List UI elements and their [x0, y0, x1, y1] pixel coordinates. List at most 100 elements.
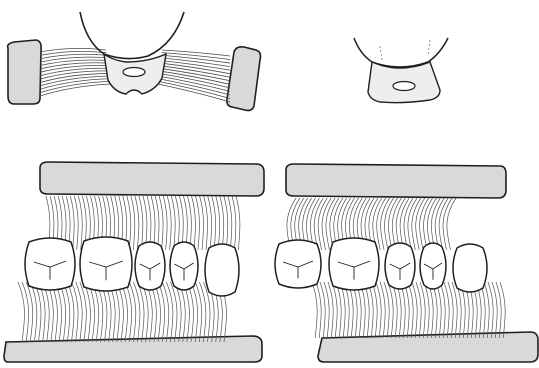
- periodontal-fiber: [480, 282, 485, 338]
- periodontal-fibers-upper-left: [46, 196, 240, 250]
- right-bone-block: [227, 47, 261, 111]
- periodontal-fiber: [428, 282, 433, 338]
- periodontal-fiber: [432, 282, 437, 338]
- ligament-fiber: [40, 74, 109, 83]
- molar-tooth: [170, 242, 198, 290]
- tooth-outline: [329, 238, 379, 290]
- ligament-fiber: [160, 71, 230, 84]
- tooth-outline: [80, 237, 132, 291]
- periodontal-fiber: [159, 196, 163, 250]
- ligament-fiber: [160, 68, 230, 80]
- ligament-fiber: [40, 68, 108, 75]
- periodontal-fiber: [328, 282, 333, 338]
- periodontal-fiber: [384, 282, 389, 338]
- periodontal-fiber: [212, 196, 216, 250]
- canine-tooth: [205, 244, 239, 296]
- periodontal-fiber: [440, 282, 445, 338]
- periodontal-fiber: [488, 282, 493, 338]
- periodontal-fiber: [436, 282, 441, 338]
- periodontal-fiber: [420, 282, 425, 338]
- periodontal-fiber: [443, 198, 452, 250]
- periodontal-fiber: [74, 196, 78, 250]
- periodontal-fiber: [320, 282, 325, 338]
- molar-tooth: [329, 238, 379, 290]
- periodontal-fiber: [408, 282, 413, 338]
- periodontal-fiber: [236, 196, 240, 250]
- periodontal-fiber: [447, 198, 456, 250]
- molar-tooth: [385, 243, 415, 289]
- periodontal-fiber: [200, 196, 204, 250]
- tooth-outline: [453, 244, 487, 292]
- periodontal-fiber: [380, 282, 385, 338]
- periodontal-fiber: [220, 196, 224, 250]
- periodontal-fiber: [448, 282, 453, 338]
- tooth-outline: [275, 240, 321, 288]
- ligament-fibers-right: [158, 50, 230, 102]
- periodontal-fiber: [336, 282, 341, 338]
- left-bone-block: [8, 40, 42, 104]
- root-ligament-right-panel: [354, 38, 448, 103]
- periodontal-fiber: [332, 282, 337, 338]
- dental-arch-left-panel: [4, 162, 264, 362]
- ligament-fiber: [158, 84, 230, 102]
- periodontal-fiber: [368, 282, 373, 338]
- periodontal-fiber: [228, 196, 232, 250]
- tooth-outline: [385, 243, 415, 289]
- periodontal-fiber: [392, 282, 397, 338]
- root-ligament-left-panel: [8, 12, 261, 111]
- periodontal-fiber: [171, 196, 175, 250]
- periodontal-fiber: [131, 196, 135, 250]
- upper-bone-plate-left: [40, 162, 264, 196]
- periodontal-fiber: [388, 282, 393, 338]
- dental-arch-right-panel: [275, 164, 538, 362]
- ligament-fiber: [40, 71, 108, 79]
- molar-tooth: [275, 240, 321, 288]
- residual-marks: [380, 40, 430, 60]
- periodontal-fiber: [372, 282, 377, 338]
- periodontal-fiber: [312, 282, 317, 338]
- periodontal-fiber: [139, 196, 143, 250]
- periodontal-fiber: [208, 196, 212, 250]
- periodontal-fiber: [155, 196, 159, 250]
- molar-tooth: [420, 243, 446, 289]
- periodontal-fiber: [444, 282, 449, 338]
- root-canal-icon: [123, 68, 145, 77]
- periodontal-fiber: [424, 282, 429, 338]
- ligament-fiber: [162, 50, 230, 56]
- tooth-outline: [25, 238, 75, 290]
- periodontal-fiber: [396, 282, 401, 338]
- tooth-outline: [135, 242, 165, 290]
- periodontal-fiber: [216, 196, 220, 250]
- periodontal-fiber: [196, 196, 200, 250]
- ligament-fibers-left: [40, 48, 110, 96]
- molar-tooth: [25, 238, 75, 290]
- canine-tooth: [453, 244, 487, 292]
- periodontal-fiber: [404, 282, 409, 338]
- ligament-fiber: [40, 54, 107, 59]
- periodontal-fiber: [400, 282, 405, 338]
- periodontal-fiber: [316, 282, 321, 338]
- periodontal-fiber: [192, 196, 196, 250]
- tooth-outline: [170, 242, 198, 290]
- periodontal-fiber: [232, 196, 236, 250]
- tooth-outline: [420, 243, 446, 289]
- periodontal-fiber: [204, 196, 208, 250]
- periodontal-fiber: [500, 282, 505, 338]
- periodontal-fiber: [416, 282, 421, 338]
- periodontal-fiber: [412, 282, 417, 338]
- periodontal-fiber: [364, 282, 369, 338]
- periodontal-fiber: [452, 282, 457, 338]
- periodontal-fiber: [360, 282, 365, 338]
- periodontal-fiber: [484, 282, 489, 338]
- periodontal-fiber: [175, 196, 179, 250]
- periodontal-fiber: [492, 282, 497, 338]
- periodontal-fiber: [496, 282, 501, 338]
- upper-bone-plate-right: [286, 164, 506, 198]
- tooth-outline: [205, 244, 239, 296]
- periodontal-fiber: [18, 282, 25, 342]
- periodontal-fiber: [135, 196, 139, 250]
- ligament-fiber: [158, 81, 230, 98]
- periodontal-fiber: [340, 282, 345, 338]
- molar-tooth: [80, 237, 132, 291]
